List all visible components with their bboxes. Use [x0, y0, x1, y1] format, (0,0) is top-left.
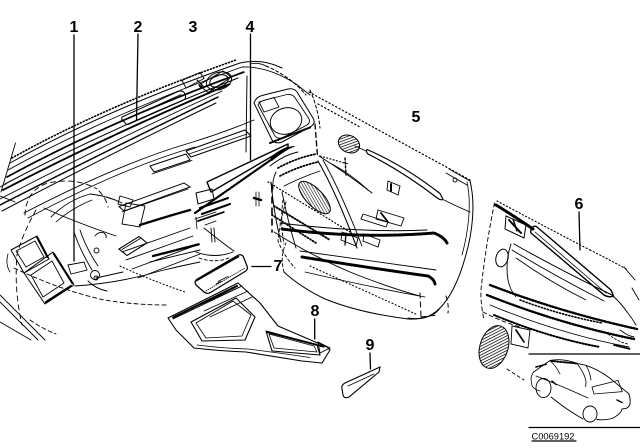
svg-text:C0069192: C0069192	[532, 432, 575, 443]
svg-text:4: 4	[246, 19, 255, 36]
svg-text:8: 8	[311, 303, 320, 320]
svg-text:9: 9	[366, 337, 375, 354]
svg-text:1: 1	[70, 19, 79, 36]
svg-text:3: 3	[189, 19, 198, 36]
svg-text:7: 7	[274, 258, 283, 275]
svg-text:2: 2	[134, 19, 143, 36]
svg-text:5: 5	[412, 109, 421, 126]
svg-text:6: 6	[575, 196, 584, 213]
